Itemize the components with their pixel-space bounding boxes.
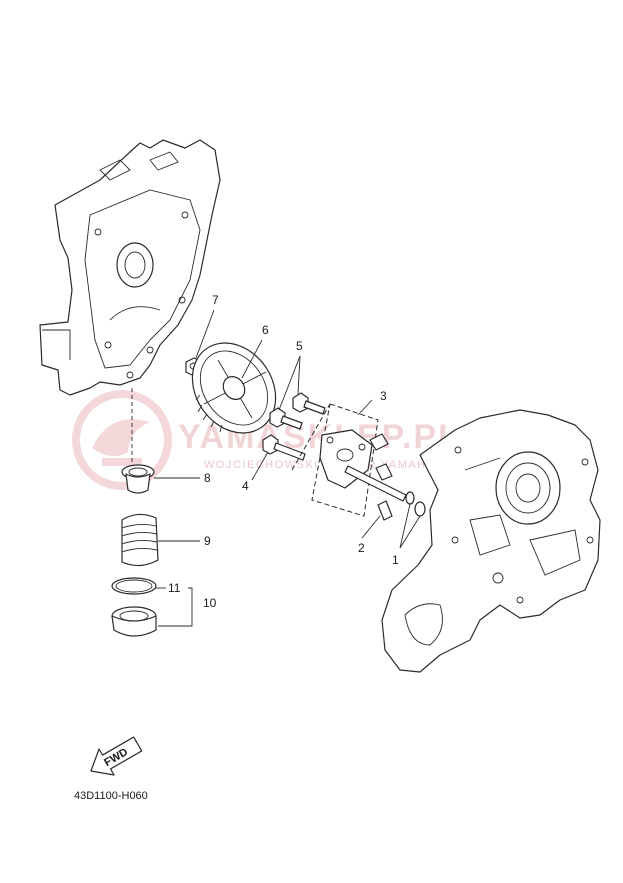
part-11-o-ring — [111, 577, 157, 595]
part-3-oil-pump — [291, 403, 407, 517]
callout-3: 3 — [380, 389, 387, 403]
leader-lines — [154, 309, 421, 627]
callout-10: 10 — [203, 596, 217, 610]
fwd-arrow-icon: FWD — [90, 736, 143, 776]
callout-7: 7 — [212, 293, 219, 307]
part-2-dowel-pin — [377, 500, 393, 521]
part-5-bolt-lower — [269, 407, 303, 430]
callout-8: 8 — [204, 471, 211, 485]
part-5-bolt-upper — [292, 392, 326, 415]
part-8-plug — [121, 464, 155, 494]
callout-5: 5 — [296, 339, 303, 353]
callout-1: 1 — [392, 553, 399, 567]
watermark-logo — [72, 390, 172, 490]
diagram-code: 43D1100-H060 — [74, 790, 148, 802]
callout-labels: 7 6 5 3 4 2 1 8 9 11 10 — [168, 293, 399, 610]
part-1-o-rings — [405, 491, 426, 517]
callout-9: 9 — [204, 534, 211, 548]
part-10-drain-plug — [111, 606, 157, 637]
left-crankcase — [39, 139, 221, 465]
part-4-bolt — [262, 434, 306, 461]
callout-2: 2 — [358, 541, 365, 555]
callout-6: 6 — [262, 323, 269, 337]
callout-4: 4 — [242, 479, 249, 493]
callout-11: 11 — [168, 581, 181, 595]
right-crankcase — [381, 409, 601, 673]
part-9-strainer — [121, 513, 159, 567]
part-6-gear — [191, 342, 277, 434]
